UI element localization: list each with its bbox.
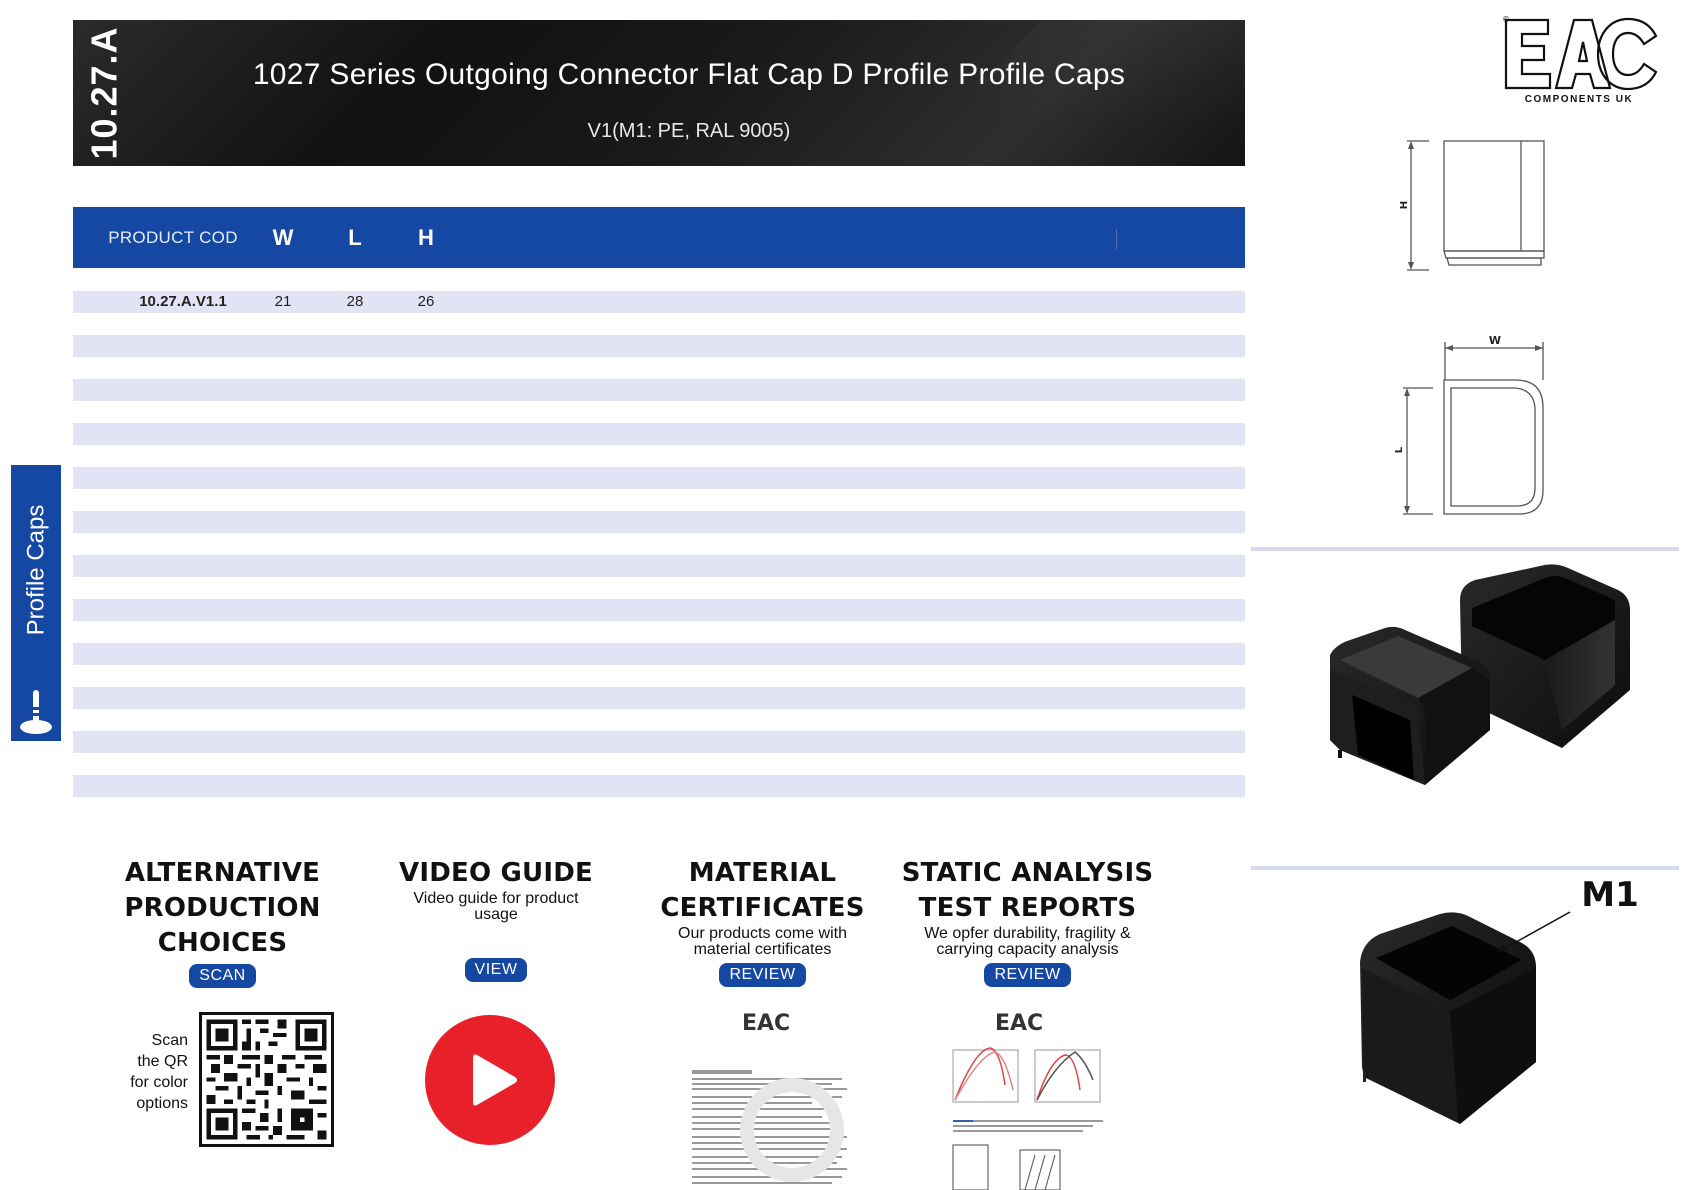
header-divider bbox=[1116, 229, 1117, 249]
alternative-choices-section: ALTERNATIVE PRODUCTION CHOICES SCAN bbox=[100, 856, 345, 988]
profile-cap-icon bbox=[20, 690, 52, 734]
static-title-line-2: TEST REPORTS bbox=[918, 893, 1137, 923]
material-certificates-section: MATERIAL CERTIFICATES Our products come … bbox=[645, 856, 880, 987]
video-guide-section: VIDEO GUIDE Video guide for product usag… bbox=[380, 856, 612, 982]
dimension-w-label: W bbox=[1489, 334, 1501, 347]
spec-table-header: PRODUCT COD W L H bbox=[73, 207, 1245, 268]
qr-instructions: Scan the QR for color options bbox=[118, 1030, 188, 1114]
cell-w: 21 bbox=[274, 293, 292, 310]
qr-text-line: the QR bbox=[137, 1053, 188, 1070]
static-desc-line: carrying capacity analysis bbox=[936, 941, 1119, 958]
eac-logo: © COMPONENTS UK bbox=[1500, 14, 1660, 108]
column-header-w: W bbox=[272, 224, 294, 250]
table-row-empty bbox=[73, 511, 1245, 533]
static-title-line-1: STATIC ANALYSIS bbox=[901, 858, 1154, 888]
material-review-button[interactable]: REVIEW bbox=[719, 963, 806, 987]
static-analysis-section: STATIC ANALYSIS TEST REPORTS We opfer du… bbox=[900, 856, 1155, 987]
header-banner: 10.27.A 1027 Series Outgoing Connector F… bbox=[73, 20, 1245, 166]
table-row-empty bbox=[73, 599, 1245, 621]
column-header-code: PRODUCT COD bbox=[108, 227, 238, 247]
material-title-line-2: CERTIFICATES bbox=[660, 893, 865, 923]
cell-h: 26 bbox=[417, 293, 435, 310]
video-desc-line: Video guide for product bbox=[413, 890, 579, 907]
table-row: 10.27.A.V1.1 21 28 26 bbox=[73, 291, 1245, 313]
logo-subtext: COMPONENTS UK bbox=[1524, 94, 1634, 105]
eac-logo-mark: © bbox=[1502, 15, 1658, 91]
table-row-empty bbox=[73, 687, 1245, 709]
play-video-icon[interactable] bbox=[425, 1015, 555, 1145]
table-row-empty bbox=[73, 467, 1245, 489]
svg-text:©: © bbox=[1502, 15, 1510, 24]
table-row-empty bbox=[73, 731, 1245, 753]
qr-text-line: Scan bbox=[151, 1032, 188, 1049]
column-header-l: L bbox=[348, 224, 362, 250]
certificate-logo-mark: EAC bbox=[742, 1011, 790, 1036]
view-button[interactable]: VIEW bbox=[464, 958, 528, 982]
product-render-material: M1 bbox=[1360, 875, 1639, 1124]
alternative-title-line-3: CHOICES bbox=[157, 928, 288, 958]
qr-text-line: options bbox=[136, 1095, 188, 1112]
page-subtitle: V1(M1: PE, RAL 9005) bbox=[587, 120, 791, 142]
series-code-text: 10.27.A bbox=[84, 26, 125, 160]
cell-l: 28 bbox=[346, 293, 364, 310]
report-logo-mark: EAC bbox=[995, 1011, 1043, 1036]
alternative-title-line-2: PRODUCTION bbox=[124, 893, 321, 923]
top-view-drawing: W L bbox=[1394, 334, 1544, 515]
side-tab-label-wrap: Profile Caps bbox=[11, 465, 61, 675]
page-title: 1027 Series Outgoing Connector Flat Cap … bbox=[252, 58, 1126, 91]
qr-text-line: for color bbox=[130, 1074, 188, 1091]
right-divider bbox=[1251, 547, 1679, 551]
table-row-empty bbox=[73, 423, 1245, 445]
alternative-title-line-1: ALTERNATIVE bbox=[124, 858, 321, 888]
video-title: VIDEO GUIDE bbox=[399, 858, 593, 888]
column-header-h: H bbox=[418, 224, 434, 250]
table-row-empty bbox=[73, 643, 1245, 665]
side-view-drawing: H bbox=[1399, 140, 1545, 271]
series-code: 10.27.A bbox=[81, 20, 129, 166]
table-row-empty bbox=[73, 555, 1245, 577]
side-tab-label: Profile Caps bbox=[22, 504, 50, 636]
test-report-thumbnail[interactable]: EAC bbox=[935, 1010, 1115, 1190]
table-row-empty bbox=[73, 379, 1245, 401]
table-row-empty bbox=[73, 335, 1245, 357]
category-side-tab[interactable]: Profile Caps bbox=[11, 465, 61, 741]
table-row-empty bbox=[73, 775, 1245, 797]
material-title-line-1: MATERIAL bbox=[688, 858, 837, 888]
dimension-h-label: H bbox=[1399, 201, 1410, 209]
certificate-thumbnail[interactable]: EAC bbox=[682, 1010, 857, 1190]
cell-product-code: 10.27.A.V1.1 bbox=[139, 293, 227, 310]
video-desc-line: usage bbox=[474, 906, 518, 923]
material-desc-line: material certificates bbox=[693, 941, 832, 958]
product-render-pair bbox=[1330, 564, 1630, 785]
qr-code-pattern bbox=[202, 1015, 331, 1144]
qr-code[interactable] bbox=[199, 1012, 334, 1147]
static-desc-line: We opfer durability, fragility & bbox=[924, 925, 1131, 942]
material-desc-line: Our products come with bbox=[678, 925, 847, 942]
right-divider bbox=[1251, 866, 1679, 870]
dimension-l-label: L bbox=[1394, 446, 1405, 453]
static-review-button[interactable]: REVIEW bbox=[984, 963, 1071, 987]
material-callout-label: M1 bbox=[1581, 875, 1639, 915]
scan-button[interactable]: SCAN bbox=[189, 964, 256, 988]
